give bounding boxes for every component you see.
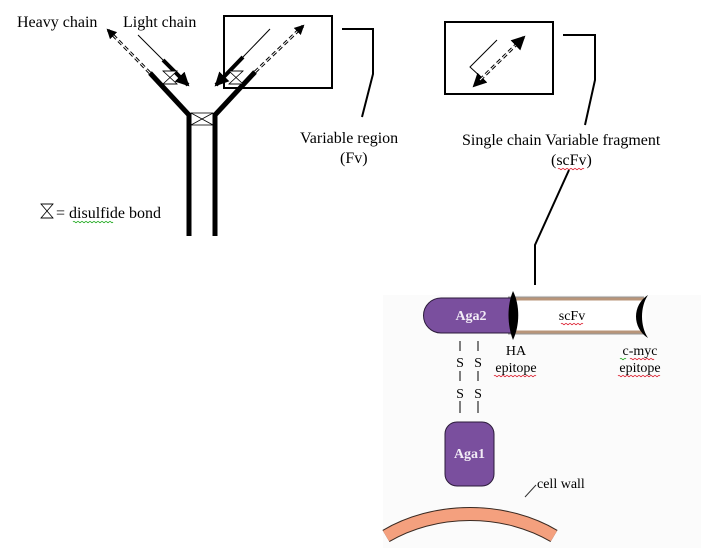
heavy-chain-left-arm bbox=[148, 71, 191, 117]
ha-epitope-tag bbox=[508, 291, 519, 340]
heavy-chain-label: Heavy chain bbox=[17, 14, 97, 31]
cell-wall-pointer bbox=[524, 484, 537, 498]
scfv-callout: Single chain Variable fragment (scFv) bbox=[444, 21, 661, 285]
variable-region-label-line1: Variable region bbox=[300, 130, 398, 147]
hinge-disulfide-icon bbox=[190, 112, 214, 126]
sulfur-label: S bbox=[474, 356, 482, 371]
yeast-display-diagram: cell wall Aga1 S S S S scFv Aga2 bbox=[382, 291, 661, 543]
light-chain-right-thin bbox=[242, 28, 271, 58]
light-chain-left-thin bbox=[137, 34, 164, 61]
scfv-label-line2: (scFv) bbox=[551, 152, 592, 169]
spellcheck-underline bbox=[560, 322, 584, 326]
cell-wall bbox=[382, 508, 558, 542]
light-chain-label: Light chain bbox=[123, 14, 196, 31]
variable-region-callout: Variable region (Fv) bbox=[223, 15, 398, 167]
sulfur-label: S bbox=[456, 387, 464, 402]
disulfide-linkage-right: S S bbox=[474, 341, 482, 413]
variable-region-leader-line bbox=[342, 28, 374, 118]
aga2-label: Aga2 bbox=[455, 309, 486, 324]
cmyc-label-line1: c-myc bbox=[623, 344, 658, 359]
cell-wall-label: cell wall bbox=[537, 477, 585, 492]
disulfide-legend-label: = disulfide bond bbox=[56, 205, 161, 222]
sulfur-label: S bbox=[456, 356, 464, 371]
disulfide-bond-icon bbox=[40, 203, 54, 219]
ha-label-line1: HA bbox=[506, 344, 527, 359]
left-arm-disulfide-icon bbox=[161, 70, 179, 85]
scfv-label-line1: Single chain Variable fragment bbox=[462, 132, 661, 149]
spellcheck-underline bbox=[557, 167, 585, 171]
ha-label-line2: epitope bbox=[495, 361, 536, 376]
variable-region-label-line2: (Fv) bbox=[340, 150, 368, 167]
aga1-protein bbox=[444, 421, 495, 487]
spellcheck-underline bbox=[72, 220, 114, 224]
spellcheck-underline bbox=[617, 374, 661, 378]
variable-region-box bbox=[223, 15, 333, 89]
spellcheck-underline bbox=[493, 374, 537, 378]
scfv-protein-label: scFv bbox=[559, 309, 585, 324]
scfv-box bbox=[444, 21, 554, 95]
disulfide-linkage-left: S S bbox=[456, 341, 464, 413]
scfv-light-arrow bbox=[472, 72, 488, 88]
heavy-chain-right-arm bbox=[213, 70, 257, 117]
aga2-protein bbox=[423, 297, 513, 334]
scfv-body bbox=[508, 298, 646, 333]
cmyc-label-line2: epitope bbox=[619, 361, 660, 376]
cmyc-epitope-tag bbox=[636, 295, 648, 338]
scfv-leader-line-bottom bbox=[534, 169, 570, 285]
yeast-panel-background bbox=[383, 295, 701, 548]
spellcheck-underline bbox=[619, 357, 627, 361]
spellcheck-underline bbox=[629, 357, 655, 361]
scfv-linker-line bbox=[469, 39, 498, 79]
right-arm-disulfide-icon bbox=[227, 70, 245, 85]
sulfur-label: S bbox=[474, 387, 482, 402]
aga1-label: Aga1 bbox=[454, 447, 485, 462]
scfv-leader-line-top bbox=[563, 34, 596, 126]
antibody-diagram: Heavy chain Light chain = disulfide bond bbox=[17, 14, 305, 236]
